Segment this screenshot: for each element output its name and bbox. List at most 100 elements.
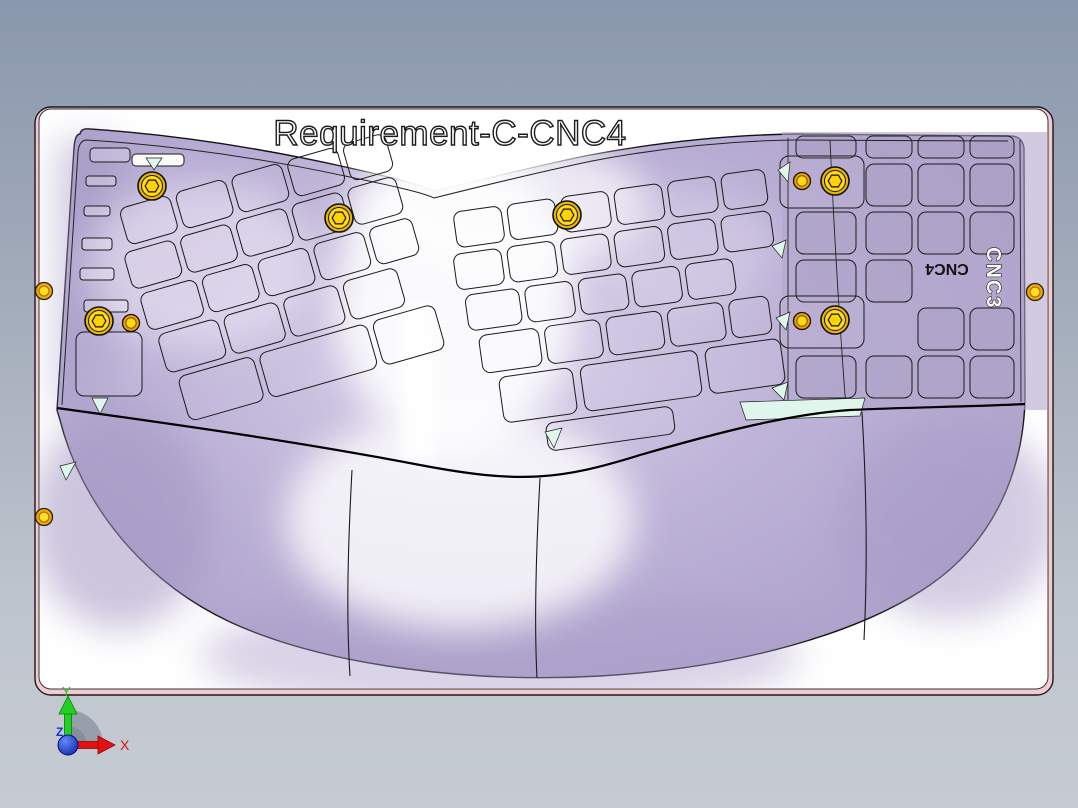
key[interactable] bbox=[720, 210, 775, 253]
washer-screw[interactable] bbox=[792, 171, 812, 191]
hex-screw[interactable] bbox=[820, 166, 850, 196]
key[interactable] bbox=[667, 218, 720, 260]
key[interactable] bbox=[577, 273, 630, 315]
left-key-field[interactable] bbox=[111, 132, 448, 426]
key[interactable] bbox=[917, 135, 965, 159]
drawing-title[interactable]: Requirement-C-CNC4 bbox=[273, 113, 627, 153]
key[interactable] bbox=[544, 319, 605, 364]
key[interactable] bbox=[613, 226, 666, 268]
key[interactable] bbox=[157, 318, 228, 374]
edge-slot bbox=[83, 205, 111, 217]
edge-slot bbox=[85, 175, 117, 187]
key[interactable] bbox=[282, 284, 347, 338]
key[interactable] bbox=[613, 183, 666, 225]
key-spacebar-left[interactable] bbox=[258, 323, 378, 398]
key[interactable] bbox=[368, 217, 421, 266]
key[interactable] bbox=[917, 211, 965, 255]
edge-slot bbox=[89, 147, 131, 163]
key[interactable] bbox=[312, 231, 372, 282]
key[interactable] bbox=[917, 163, 965, 207]
key[interactable] bbox=[917, 355, 965, 399]
hex-screw[interactable] bbox=[820, 305, 850, 335]
key[interactable] bbox=[865, 211, 913, 255]
palm-rest-panel-seams bbox=[347, 411, 867, 679]
label-cnc4[interactable]: CNC4 bbox=[925, 260, 969, 277]
key[interactable] bbox=[667, 176, 720, 218]
key[interactable] bbox=[795, 211, 857, 255]
key[interactable] bbox=[865, 135, 913, 159]
key[interactable] bbox=[230, 163, 290, 214]
key[interactable] bbox=[453, 248, 506, 290]
key[interactable] bbox=[478, 328, 543, 374]
key[interactable] bbox=[969, 135, 1015, 159]
axis-y-label: Y bbox=[62, 684, 71, 699]
model-shading bbox=[40, 132, 1047, 688]
key[interactable] bbox=[342, 133, 395, 182]
key[interactable] bbox=[346, 176, 405, 226]
key[interactable] bbox=[795, 135, 857, 159]
key[interactable] bbox=[256, 247, 316, 298]
washer-screw[interactable] bbox=[792, 311, 812, 331]
axis-y-arrow[interactable] bbox=[58, 695, 78, 746]
margin-screw[interactable] bbox=[34, 281, 54, 301]
axis-triad[interactable]: Z Y X bbox=[56, 684, 130, 756]
key[interactable] bbox=[177, 356, 265, 422]
hex-screw[interactable] bbox=[552, 200, 582, 230]
key[interactable] bbox=[560, 233, 613, 275]
key[interactable] bbox=[286, 147, 346, 198]
key[interactable] bbox=[865, 259, 913, 303]
key[interactable] bbox=[174, 179, 234, 230]
key[interactable] bbox=[969, 163, 1015, 207]
keyboard-model[interactable]: CNC4 CNC3 bbox=[30, 128, 1060, 715]
key[interactable] bbox=[119, 195, 179, 246]
washer-screw[interactable] bbox=[121, 313, 141, 333]
key[interactable] bbox=[123, 239, 183, 290]
key[interactable] bbox=[795, 259, 857, 303]
key[interactable] bbox=[969, 307, 1015, 351]
key[interactable] bbox=[865, 163, 913, 207]
axis-x-label: X bbox=[120, 737, 130, 753]
margin-screw[interactable] bbox=[1025, 282, 1045, 302]
hex-screw[interactable] bbox=[324, 203, 354, 233]
key[interactable] bbox=[372, 304, 446, 366]
key[interactable] bbox=[631, 265, 684, 308]
key[interactable] bbox=[506, 241, 559, 283]
key[interactable] bbox=[684, 258, 737, 300]
deck-inner-edge bbox=[61, 139, 1009, 406]
key[interactable] bbox=[201, 263, 261, 314]
key[interactable] bbox=[728, 295, 773, 339]
key-spacebar-right[interactable] bbox=[579, 350, 703, 412]
label-cnc3[interactable]: CNC3 bbox=[981, 246, 1004, 310]
hex-screw[interactable] bbox=[84, 306, 114, 336]
key[interactable] bbox=[666, 302, 727, 347]
key[interactable] bbox=[605, 310, 666, 356]
key[interactable] bbox=[464, 288, 523, 331]
key[interactable] bbox=[795, 355, 857, 399]
battery-door[interactable] bbox=[75, 331, 143, 397]
key[interactable] bbox=[342, 267, 407, 321]
key[interactable] bbox=[720, 169, 769, 211]
key[interactable] bbox=[524, 280, 577, 323]
key[interactable] bbox=[969, 355, 1015, 399]
key[interactable] bbox=[179, 223, 239, 274]
hex-screw[interactable] bbox=[137, 171, 167, 201]
key[interactable] bbox=[917, 307, 965, 351]
edge-slot bbox=[79, 267, 115, 281]
key[interactable] bbox=[139, 279, 205, 332]
numpad-key-field[interactable] bbox=[779, 135, 1015, 399]
edge-slot bbox=[81, 237, 113, 251]
key[interactable] bbox=[865, 355, 913, 399]
key[interactable] bbox=[969, 211, 1015, 255]
key[interactable] bbox=[498, 367, 578, 423]
axis-x-arrow[interactable] bbox=[67, 735, 116, 755]
key[interactable] bbox=[222, 301, 287, 355]
key[interactable] bbox=[506, 198, 559, 240]
right-key-field[interactable] bbox=[447, 169, 799, 461]
axis-z-origin-ball[interactable] bbox=[57, 734, 79, 756]
key[interactable] bbox=[235, 207, 295, 258]
key[interactable] bbox=[545, 406, 676, 452]
margin-screw[interactable] bbox=[34, 507, 54, 527]
key[interactable] bbox=[704, 338, 786, 394]
key[interactable] bbox=[453, 206, 506, 248]
